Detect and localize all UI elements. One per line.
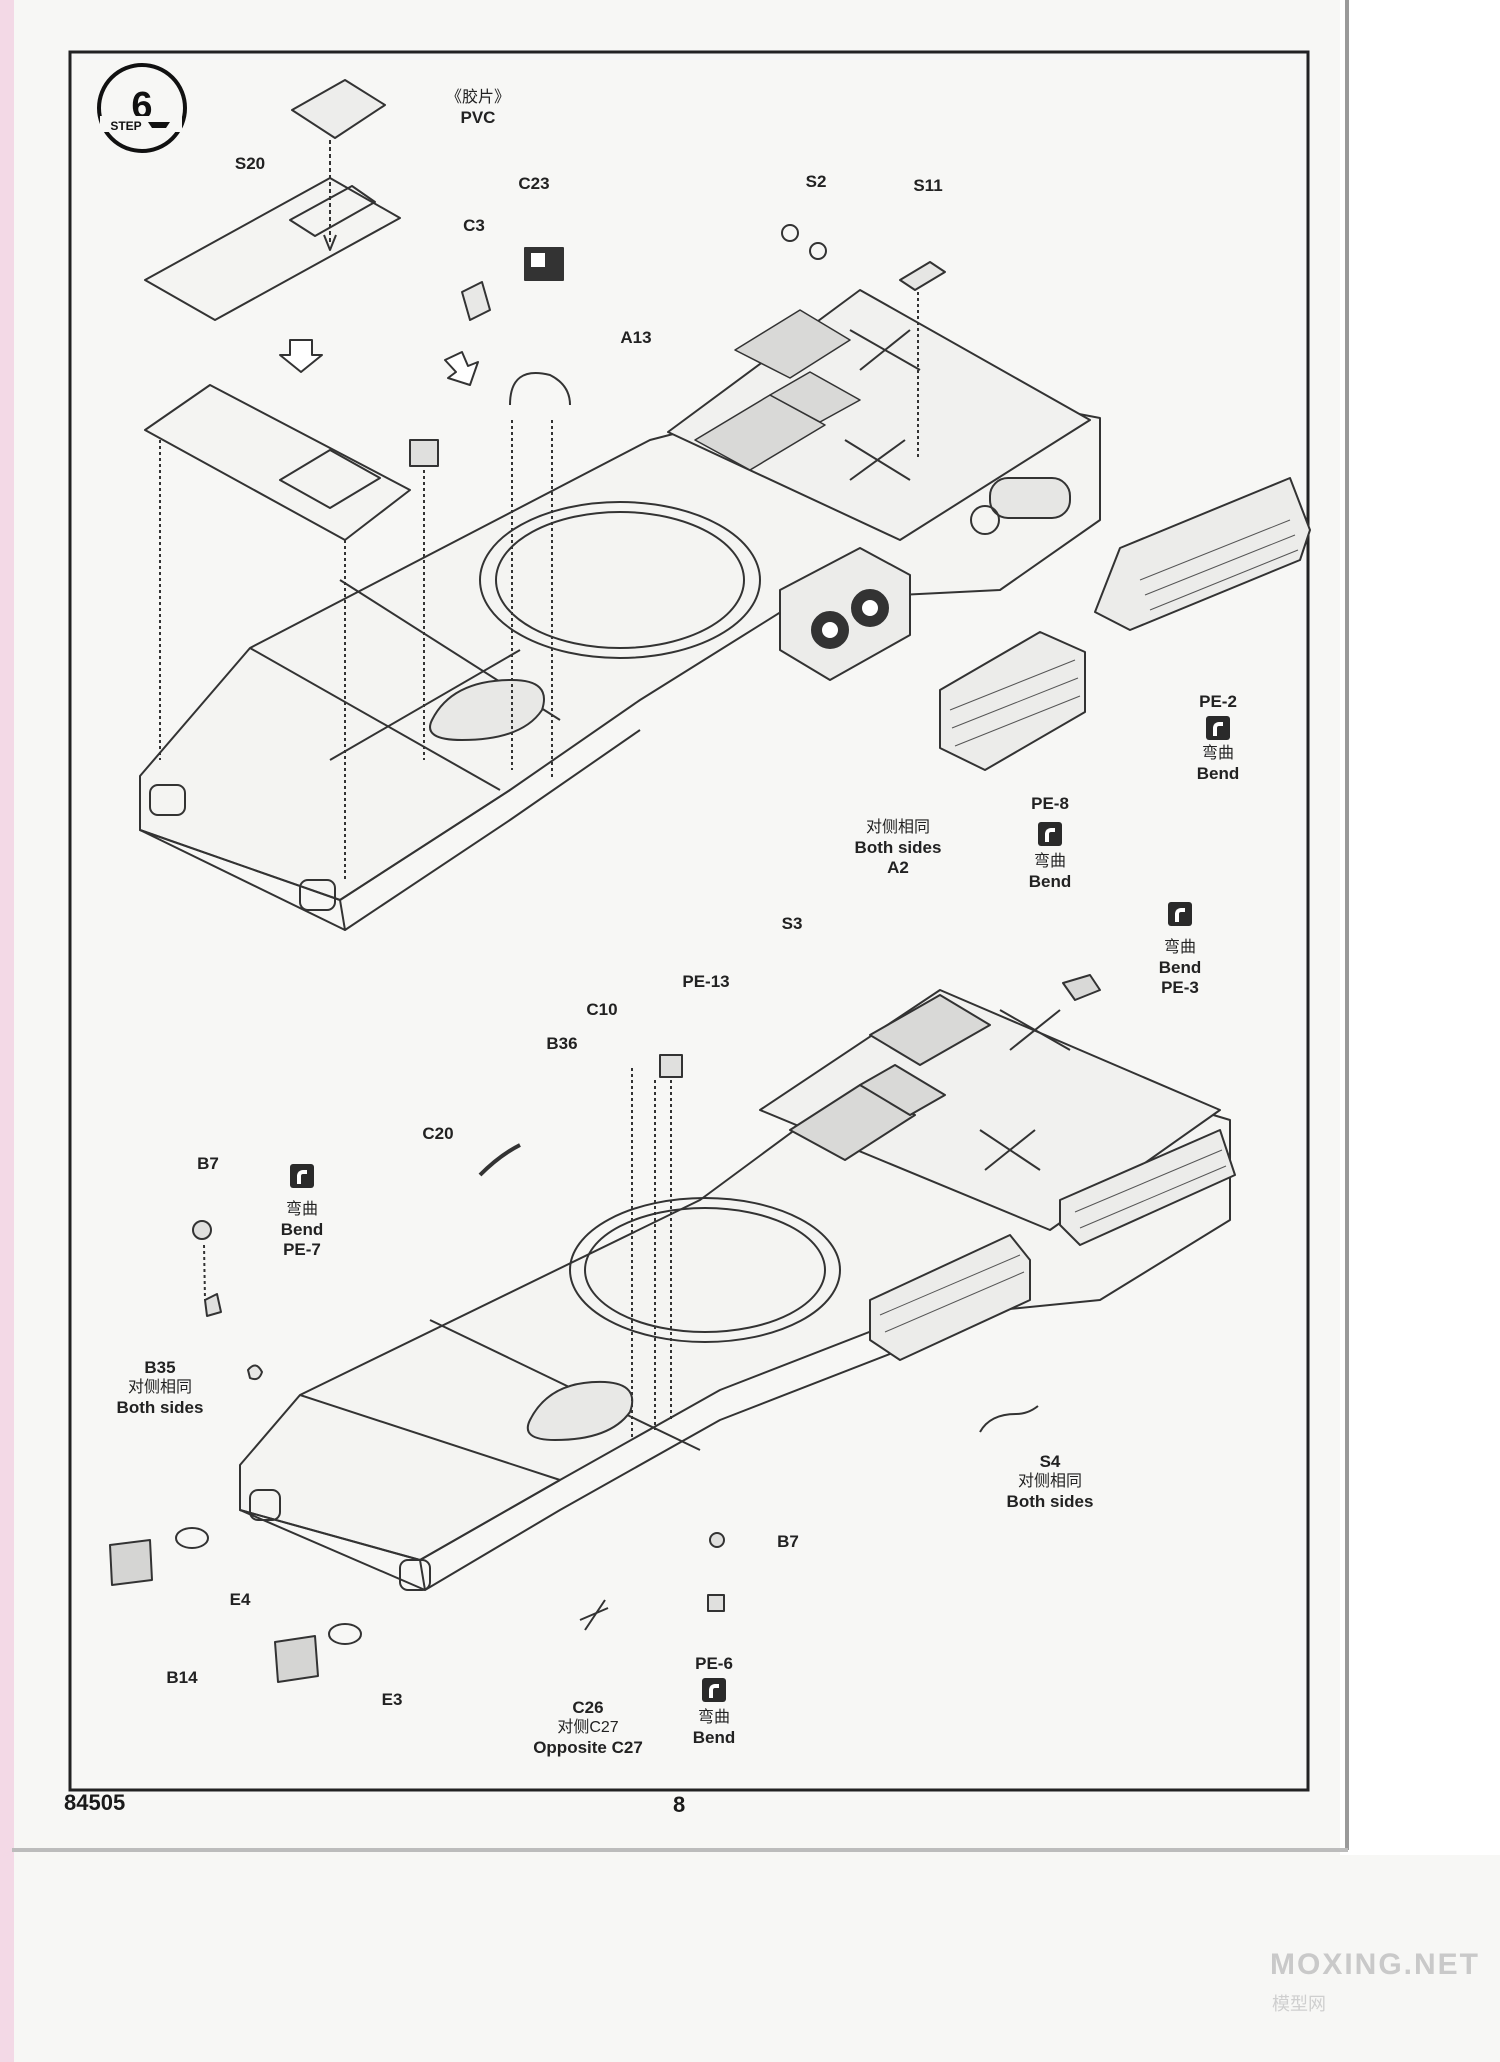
page-number: 8 xyxy=(673,1792,686,1817)
callout-a2: 对侧相同 Both sides A2 xyxy=(855,818,942,878)
callout-c3: C3 xyxy=(463,216,485,235)
callout-pe2-bend: 弯曲 Bend xyxy=(1197,744,1240,784)
lower-small-parts xyxy=(109,974,1101,1683)
lower-hull-side-view xyxy=(239,989,1236,1591)
pe7-label: PE-7 xyxy=(283,1240,321,1259)
bottom-page-shadow xyxy=(12,1848,1348,1852)
a2-label: A2 xyxy=(887,858,909,877)
both-sides-zh: 对侧相同 xyxy=(127,1379,192,1396)
callout-pe2: PE-2 xyxy=(1199,692,1237,711)
bend-icon xyxy=(1206,716,1230,740)
c27-en: Opposite C27 xyxy=(533,1738,643,1757)
right-page-shadow xyxy=(1345,0,1349,1850)
both-sides-zh: 对侧相同 xyxy=(1017,1473,1082,1490)
both-sides-en: Both sides xyxy=(116,1398,204,1417)
pvc-en: PVC xyxy=(460,108,496,127)
s20-panel xyxy=(144,79,401,321)
drawing-frame xyxy=(68,50,1310,1792)
bend-en: Bend xyxy=(1158,958,1202,977)
c3-c23-parts xyxy=(409,247,564,760)
callout-b36: B36 xyxy=(546,1034,578,1053)
model-number: 84505 xyxy=(64,1790,126,1815)
callout-c20: C20 xyxy=(422,1124,454,1143)
callout-b35: B35 对侧相同 Both sides xyxy=(117,1358,204,1418)
callout-c10: C10 xyxy=(586,1000,618,1019)
bend-zh: 弯曲 xyxy=(1163,939,1196,956)
callout-pe3: 弯曲 Bend PE-3 xyxy=(1159,938,1202,998)
bend-en: Bend xyxy=(692,1728,736,1747)
callout-pe7: 弯曲 Bend PE-7 xyxy=(281,1200,324,1260)
callout-c26: C26 对侧C27 Opposite C27 xyxy=(533,1698,643,1758)
callout-b14: B14 xyxy=(166,1668,198,1687)
b35-label: B35 xyxy=(144,1358,176,1377)
callout-s2: S2 xyxy=(805,172,827,191)
callout-b7-bottom: B7 xyxy=(777,1532,799,1551)
bend-icon xyxy=(1168,902,1192,926)
s4-label: S4 xyxy=(1039,1452,1061,1471)
c27-zh: 对侧C27 xyxy=(557,1719,619,1736)
callout-b7-top: B7 xyxy=(197,1154,219,1173)
callout-pe8-bend: 弯曲 Bend xyxy=(1029,852,1072,892)
step-label: STEP xyxy=(110,119,141,133)
both-sides-en: Both sides xyxy=(1006,1492,1094,1511)
callout-s3: S3 xyxy=(781,914,803,933)
tank-icon xyxy=(148,122,170,128)
bend-icon xyxy=(702,1678,726,1702)
callout-pvc: 《胶片》 PVC xyxy=(446,88,510,128)
a13-handle xyxy=(509,372,571,406)
bend-en: Bend xyxy=(1196,764,1240,783)
callout-a13: A13 xyxy=(620,328,652,347)
callout-e4: E4 xyxy=(229,1590,251,1609)
callout-s11: S11 xyxy=(913,176,943,195)
callout-pe6: PE-6 xyxy=(695,1654,733,1673)
bend-zh: 弯曲 xyxy=(697,1709,730,1726)
bend-icon xyxy=(290,1164,314,1188)
callout-e3: E3 xyxy=(381,1690,403,1709)
bend-icon xyxy=(1038,822,1062,846)
assembly-diagrams xyxy=(109,79,1311,1683)
bend-zh: 弯曲 xyxy=(285,1201,318,1218)
watermark: MOXING.NET xyxy=(1270,1948,1481,1981)
right-page-edge xyxy=(1340,0,1500,1855)
upper-hull-top-view xyxy=(139,289,1311,931)
bend-en: Bend xyxy=(1028,872,1072,891)
both-sides-en: Both sides xyxy=(854,838,942,857)
left-page-edge xyxy=(0,0,14,2062)
callout-c23: C23 xyxy=(518,174,550,193)
watermark-sub: 模型网 xyxy=(1272,1994,1326,2014)
s20-lower-panel xyxy=(144,384,411,880)
callout-pe6-bend: 弯曲 Bend xyxy=(693,1708,736,1748)
pe3-label: PE-3 xyxy=(1161,978,1199,997)
callout-pe13: PE-13 xyxy=(682,972,730,991)
callout-s4: S4 对侧相同 Both sides xyxy=(1007,1452,1094,1512)
bend-zh: 弯曲 xyxy=(1201,745,1234,762)
c26-label: C26 xyxy=(572,1698,604,1717)
step-badge: 6 STEP xyxy=(97,63,187,153)
bend-zh: 弯曲 xyxy=(1033,853,1066,870)
pvc-zh: 《胶片》 xyxy=(445,89,511,106)
callout-s20: S20 xyxy=(234,154,266,173)
callout-pe8: PE-8 xyxy=(1031,794,1069,813)
both-sides-zh: 对侧相同 xyxy=(865,819,930,836)
bend-en: Bend xyxy=(280,1220,324,1239)
